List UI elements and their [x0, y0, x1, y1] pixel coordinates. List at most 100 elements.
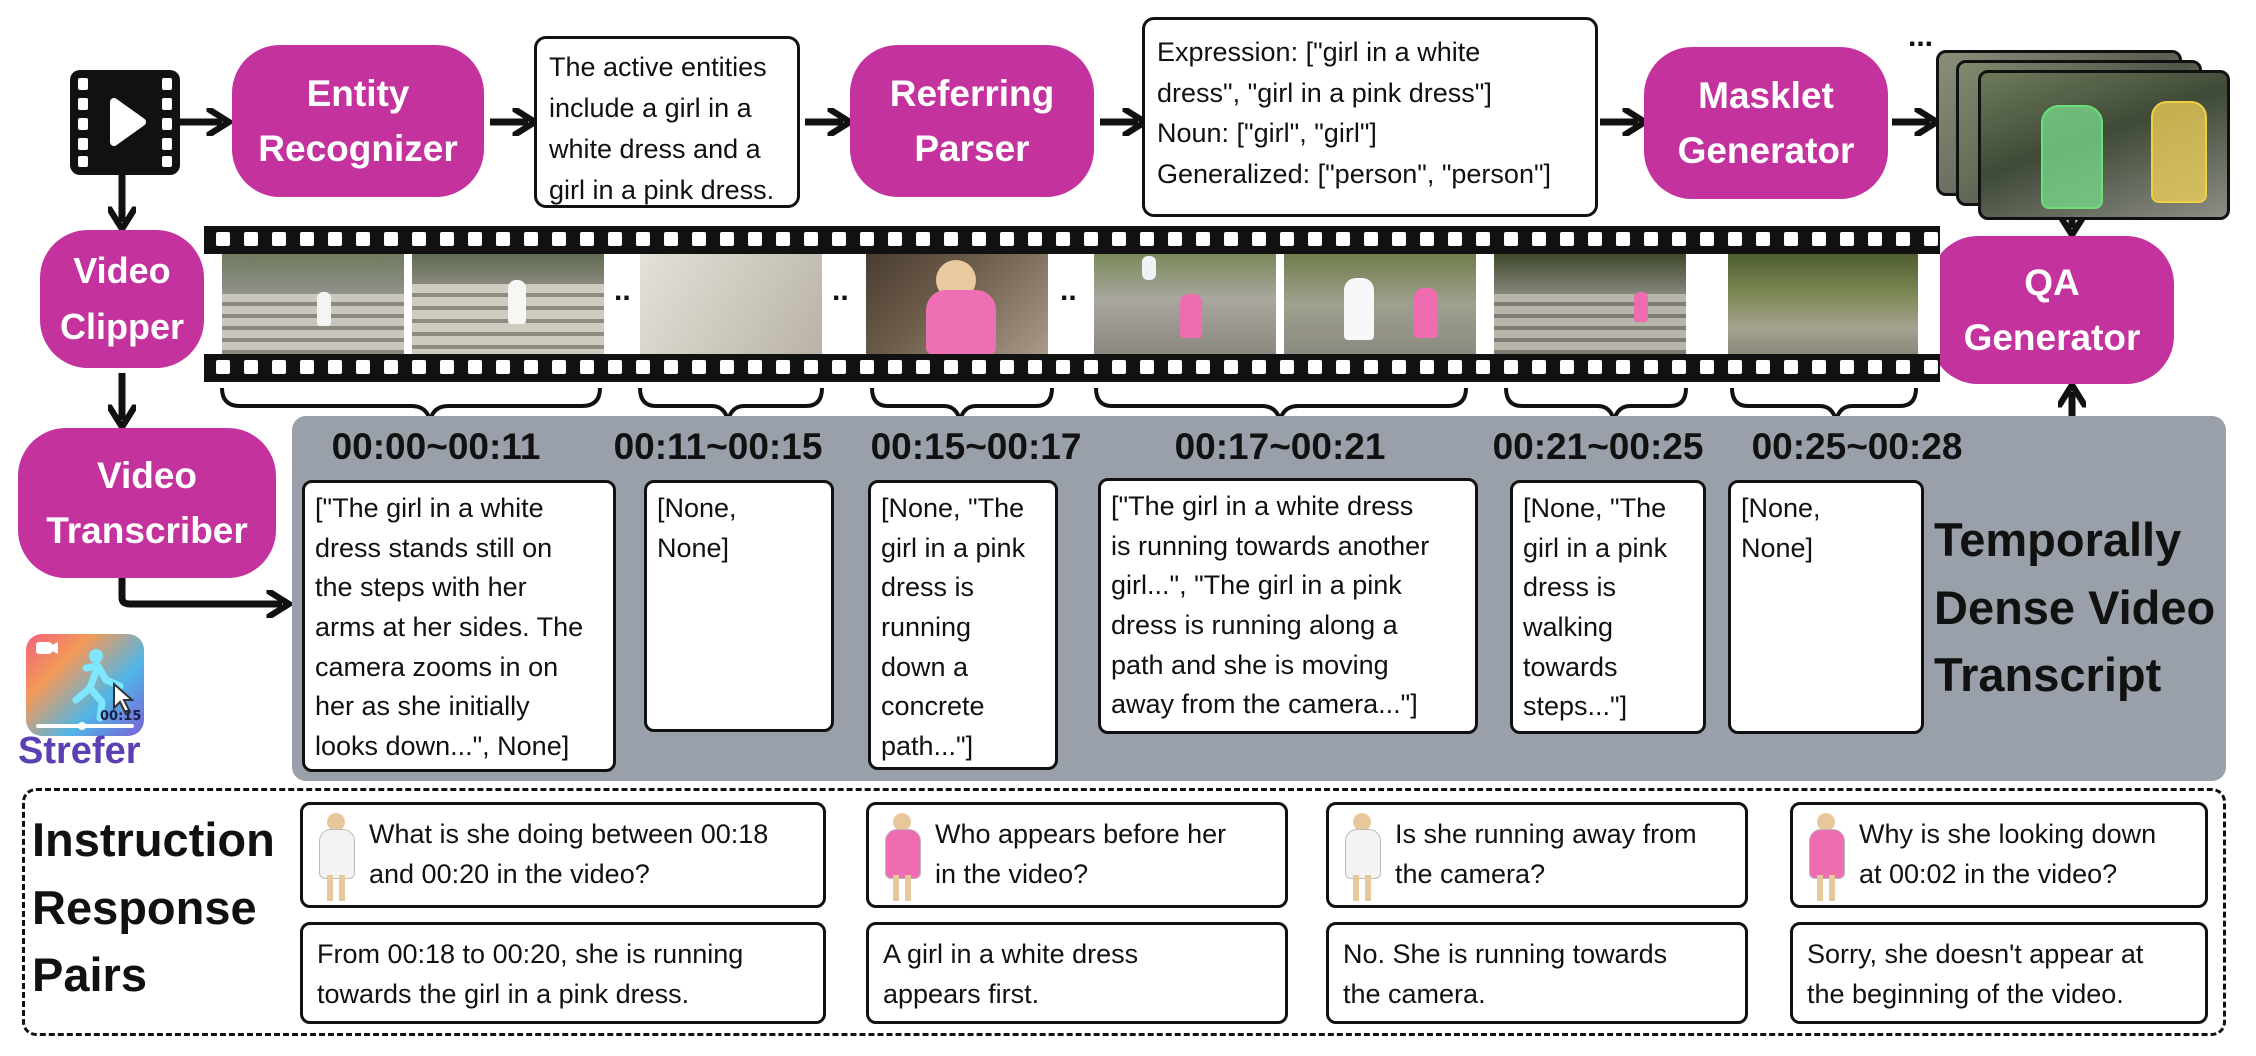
- film-sprocket-hole: [1812, 360, 1826, 374]
- qa-answer-text: From 00:18 to 00:20, she is running towa…: [317, 939, 744, 1009]
- girl-white-dress-thumbnail: [1341, 813, 1383, 903]
- film-sprocket-hole: [1056, 360, 1070, 374]
- film-sprocket-hole: [944, 360, 958, 374]
- masklet-generator-module: Masklet Generator: [1644, 47, 1888, 199]
- entity-recognizer-module: Entity Recognizer: [232, 45, 484, 197]
- film-sprocket-hole: [1896, 360, 1910, 374]
- film-sprocket-hole: [1924, 232, 1938, 246]
- masklet-frame-front: [1978, 70, 2230, 220]
- film-sprocket-hole: [776, 232, 790, 246]
- film-sprocket-hole: [1672, 232, 1686, 246]
- film-sprocket-hole: [272, 360, 286, 374]
- qa-question-box: What is she doing between 00:18 and 00:2…: [300, 802, 826, 908]
- film-sprocket-hole: [972, 232, 986, 246]
- film-sprocket-hole: [1532, 232, 1546, 246]
- film-sprocket-hole: [1336, 232, 1350, 246]
- film-sprocket-hole: [1616, 232, 1630, 246]
- film-sprocket-hole: [692, 232, 706, 246]
- film-sprocket-hole: [832, 232, 846, 246]
- segment-time-5: 00:21~00:25: [1492, 426, 1704, 467]
- film-sprocket-hole: [216, 232, 230, 246]
- referring-parser-output: Expression: ["girl in a white dress", "g…: [1142, 17, 1598, 217]
- film-sprocket-hole: [888, 232, 902, 246]
- strefer-logo-icon: 00:15: [26, 634, 144, 736]
- referring-parser-module: Referring Parser: [850, 45, 1094, 197]
- film-sprocket-hole: [440, 360, 454, 374]
- film-sprocket-hole: [720, 360, 734, 374]
- film-gap-1: ..: [614, 274, 631, 307]
- masklet-frames: [1936, 50, 2236, 220]
- film-sprocket-hole: [1112, 360, 1126, 374]
- video-frame-2: [412, 254, 604, 354]
- instruction-panel: [22, 788, 2226, 1036]
- film-sprocket-hole: [776, 360, 790, 374]
- film-sprocket-hole: [636, 360, 650, 374]
- film-sprocket-hole: [1308, 360, 1322, 374]
- film-sprocket-hole: [692, 360, 706, 374]
- film-sprocket-hole: [1392, 360, 1406, 374]
- film-sprocket-hole: [1700, 360, 1714, 374]
- film-sprocket-hole: [608, 360, 622, 374]
- film-sprocket-hole: [664, 232, 678, 246]
- film-sprocket-hole: [1504, 360, 1518, 374]
- film-sprocket-hole: [328, 232, 342, 246]
- video-icon: [70, 70, 180, 175]
- film-sprocket-hole: [944, 232, 958, 246]
- qa-answer-text: No. She is running towards the camera.: [1343, 939, 1668, 1009]
- film-sprocket-hole: [1084, 360, 1098, 374]
- girl-pink-dress-thumbnail: [881, 813, 923, 903]
- film-sprocket-hole: [1560, 360, 1574, 374]
- film-sprocket-hole: [916, 360, 930, 374]
- film-sprocket-hole: [1896, 232, 1910, 246]
- film-sprocket-hole: [1756, 360, 1770, 374]
- video-clipper-module: Video Clipper: [40, 230, 204, 368]
- film-sprocket-hole: [1476, 232, 1490, 246]
- film-sprocket-hole: [1700, 232, 1714, 246]
- film-sprocket-hole: [440, 232, 454, 246]
- film-sprocket-hole: [356, 232, 370, 246]
- film-sprocket-hole: [1280, 232, 1294, 246]
- video-frame-5: [1094, 254, 1276, 354]
- film-sprocket-hole: [1056, 232, 1070, 246]
- film-sprocket-hole: [664, 360, 678, 374]
- film-sprocket-hole: [1924, 360, 1938, 374]
- film-sprocket-hole: [384, 232, 398, 246]
- film-sprocket-hole: [1840, 232, 1854, 246]
- film-sprocket-hole: [1560, 232, 1574, 246]
- film-sprocket-hole: [1028, 360, 1042, 374]
- film-sprocket-hole: [412, 360, 426, 374]
- film-sprocket-hole: [1364, 232, 1378, 246]
- segment-caption-2: [None, None]: [644, 480, 834, 732]
- instruction-title: Instruction Response Pairs: [32, 813, 275, 1002]
- qa-question-box: Is she running away from the camera?: [1326, 802, 1748, 908]
- film-sprocket-hole: [1140, 232, 1154, 246]
- video-frame-1: [222, 254, 404, 354]
- film-sprocket-hole: [720, 232, 734, 246]
- film-sprocket-hole: [1000, 232, 1014, 246]
- film-sprocket-hole: [636, 232, 650, 246]
- film-sprocket-hole: [1588, 360, 1602, 374]
- film-sprocket-hole: [1308, 232, 1322, 246]
- film-sprocket-hole: [1504, 232, 1518, 246]
- film-sprocket-hole: [384, 360, 398, 374]
- entity-recognizer-output: The active entities include a girl in a …: [534, 36, 800, 208]
- pink-dress-mask: [2151, 101, 2207, 203]
- film-sprocket-hole: [1196, 360, 1210, 374]
- film-sprocket-hole: [1224, 360, 1238, 374]
- film-sprocket-hole: [1812, 232, 1826, 246]
- qa-answer-box: From 00:18 to 00:20, she is running towa…: [300, 922, 826, 1024]
- film-sprocket-hole: [1588, 232, 1602, 246]
- film-sprocket-hole: [1224, 232, 1238, 246]
- film-gap-3: ..: [1060, 274, 1077, 307]
- film-sprocket-hole: [1084, 232, 1098, 246]
- film-gap-2: ..: [832, 274, 849, 307]
- video-frame-4: [866, 254, 1048, 354]
- girl-pink-dress-thumbnail: [1805, 813, 1847, 903]
- film-sprocket-hole: [1112, 232, 1126, 246]
- film-sprocket-hole: [1420, 232, 1434, 246]
- qa-answer-box: Sorry, she doesn't appear at the beginni…: [1790, 922, 2208, 1024]
- film-sprocket-hole: [1252, 232, 1266, 246]
- film-sprocket-hole: [1532, 360, 1546, 374]
- segment-caption-3: [None, "The girl in a pink dress is runn…: [868, 480, 1058, 770]
- qa-answer-box: No. She is running towards the camera.: [1326, 922, 1748, 1024]
